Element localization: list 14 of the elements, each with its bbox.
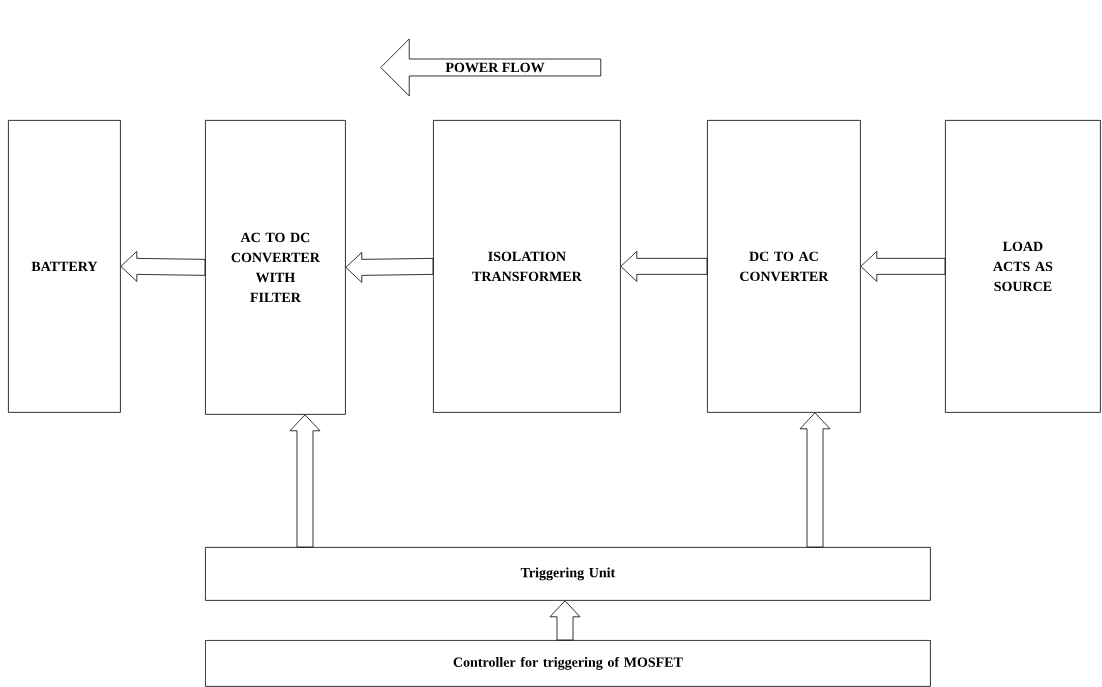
block-arrow bbox=[799, 412, 831, 548]
process-box: Triggering Unit bbox=[205, 547, 931, 601]
process-box: DC TO AC CONVERTER bbox=[707, 120, 861, 413]
process-box: AC TO DC CONVERTER WITH FILTER bbox=[205, 120, 346, 415]
block-arrow bbox=[289, 414, 321, 548]
block-arrow bbox=[620, 251, 708, 282]
process-box: ISOLATION TRANSFORMER bbox=[433, 120, 621, 413]
process-box: LOAD ACTS AS SOURCE bbox=[945, 120, 1101, 413]
process-box: BATTERY bbox=[8, 120, 121, 413]
block-arrow bbox=[345, 252, 434, 283]
block-arrow bbox=[120, 251, 206, 282]
process-box: Controller for triggering of MOSFET bbox=[205, 640, 931, 687]
block-arrow bbox=[860, 251, 946, 282]
block-arrow bbox=[549, 600, 581, 641]
